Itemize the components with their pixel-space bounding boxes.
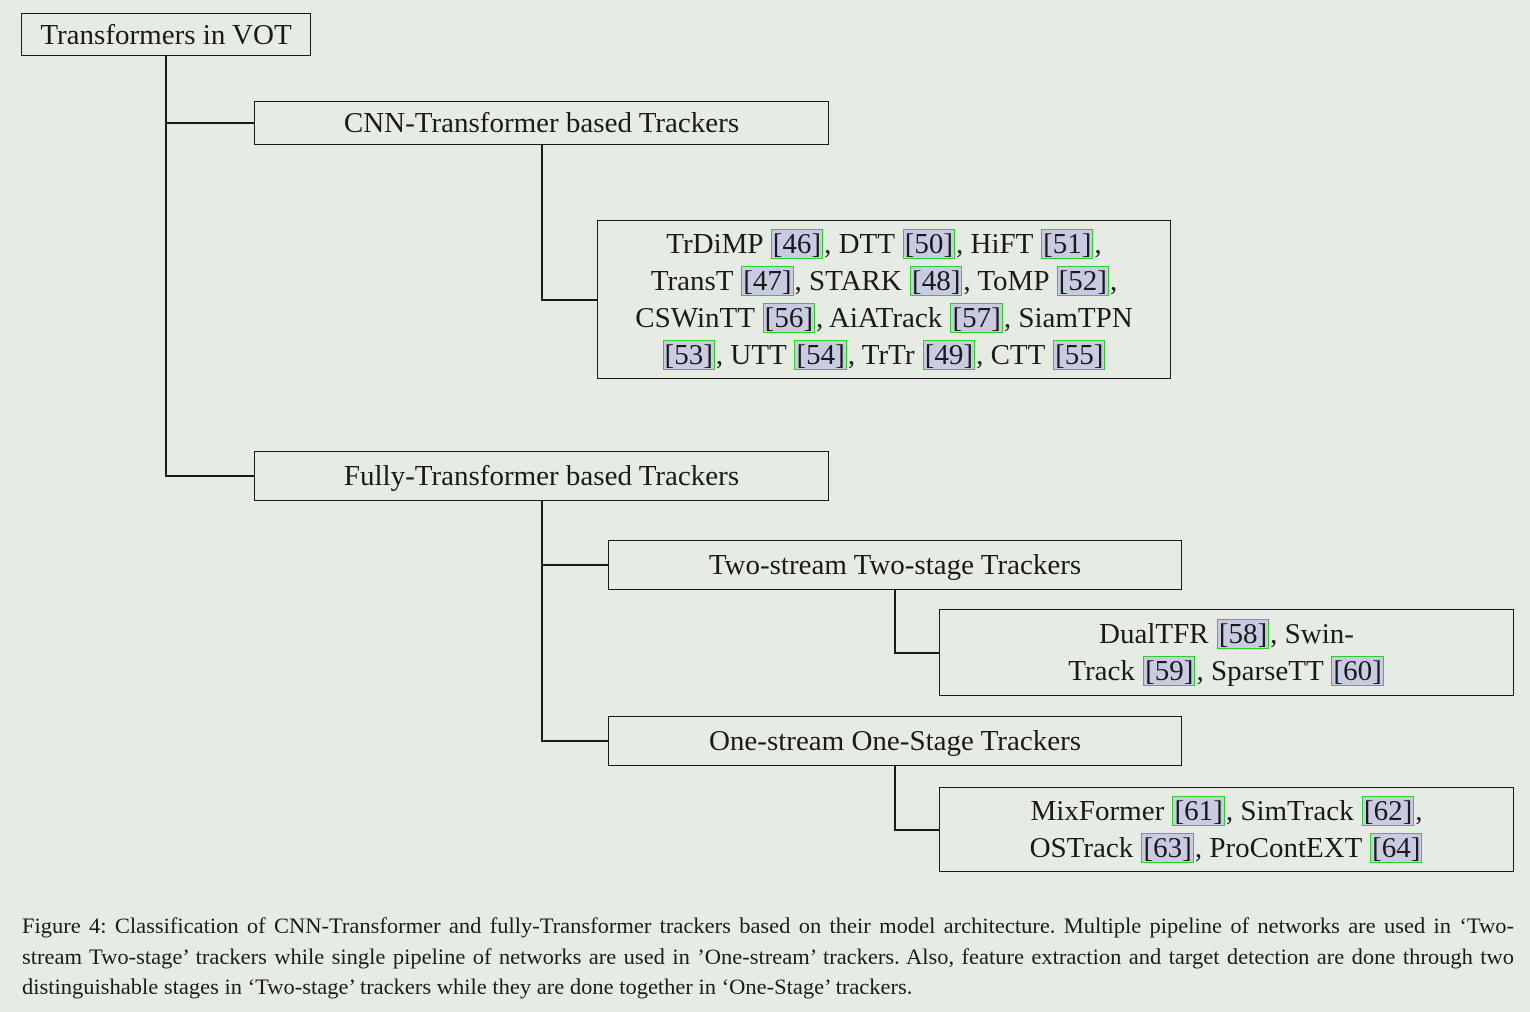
tracker-line: CSWinTT [56], AiATrack [57], SiamTPN (635, 301, 1133, 334)
tracker-line: [53], UTT [54], TrTr [49], CTT [55] (662, 338, 1106, 371)
fully-transformer-node-label: Fully-Transformer based Trackers (343, 460, 740, 492)
cnn-trackers-list: TrDiMP [46], DTT [50], HiFT [51], TransT … (597, 220, 1171, 379)
connector-one-stream-vertical (894, 765, 896, 830)
tracker-name: Swin- (1284, 617, 1354, 650)
tracker-name: TransT (650, 264, 733, 297)
citation-link[interactable]: [46] (770, 227, 824, 260)
connector-two-stream-vertical (894, 589, 896, 653)
tracker-name: ToMP (977, 264, 1049, 297)
citation-link[interactable]: [55] (1053, 338, 1106, 371)
one-stream-trackers-list: MixFormer [61], SimTrack [62], OSTrack [6… (939, 787, 1514, 872)
tracker-name: DualTFR (1099, 617, 1209, 650)
connector-two-stream-to-list (894, 652, 940, 654)
citation-link[interactable]: [52] (1056, 264, 1109, 297)
one-stream-trackers-lines: MixFormer [61], SimTrack [62], OSTrack [6… (1030, 793, 1424, 867)
tracker-name: DTT (838, 227, 895, 260)
tracker-line: Track [59], SparseTT [60] (1068, 654, 1384, 687)
citation-link[interactable]: [51] (1041, 227, 1094, 260)
citation-link[interactable]: [59] (1143, 654, 1196, 687)
tracker-name: CTT (990, 338, 1045, 371)
one-stream-node-label: One-stream One-Stage Trackers (708, 725, 1082, 757)
tracker-name: TrDiMP (666, 227, 763, 260)
tracker-name: UTT (730, 338, 787, 371)
two-stream-node: Two-stream Two-stage Trackers (608, 540, 1182, 590)
tracker-line: DualTFR [58], Swin- (1099, 617, 1354, 650)
connector-fully-to-one-stream (541, 740, 609, 742)
citation-link[interactable]: [62] (1361, 794, 1415, 827)
citation-link[interactable]: [58] (1216, 617, 1270, 650)
citation-link[interactable]: [54] (794, 338, 847, 371)
tracker-line: TransT [47], STARK [48], ToMP [52], (650, 264, 1118, 297)
citation-link[interactable]: [53] (662, 338, 715, 371)
citation-link[interactable]: [48] (910, 264, 963, 297)
tracker-name: HiFT (970, 227, 1033, 260)
tracker-line: OSTrack [63], ProContEXT [64] (1029, 831, 1423, 864)
connector-cnn-to-list (541, 299, 598, 301)
connector-one-stream-to-list (894, 829, 940, 831)
tracker-name: TrTr (861, 338, 915, 371)
connector-root-vertical (165, 55, 167, 476)
tracker-name: CSWinTT (635, 301, 755, 334)
cnn-trackers-lines: TrDiMP [46], DTT [50], HiFT [51], TransT … (635, 226, 1132, 374)
citation-link[interactable]: [49] (922, 338, 976, 371)
connector-fully-to-two-stream (541, 564, 609, 566)
root-node-label: Transformers in VOT (40, 18, 292, 51)
tracker-name: STARK (809, 264, 902, 297)
citation-link[interactable]: [64] (1370, 831, 1423, 864)
tracker-name: SiamTPN (1018, 301, 1133, 334)
tracker-name: SimTrack (1240, 794, 1354, 827)
citation-link[interactable]: [60] (1331, 654, 1384, 687)
cnn-transformer-node: CNN-Transformer based Trackers (254, 101, 829, 145)
citation-link[interactable]: [56] (762, 301, 815, 334)
connector-root-to-cnn (165, 122, 255, 124)
figure-caption: Figure 4: Classification of CNN-Transfor… (22, 913, 1514, 999)
connector-root-to-fully (165, 475, 255, 477)
tracker-line: MixFormer [61], SimTrack [62], (1030, 794, 1423, 827)
tracker-line: TrDiMP [46], DTT [50], HiFT [51], (666, 227, 1102, 260)
tracker-name: OSTrack (1029, 831, 1134, 864)
citation-link[interactable]: [57] (950, 301, 1003, 334)
tracker-name: Track (1068, 654, 1135, 687)
citation-link[interactable]: [61] (1172, 794, 1225, 827)
citation-link[interactable]: [47] (741, 264, 794, 297)
cnn-transformer-node-label: CNN-Transformer based Trackers (343, 107, 740, 139)
tracker-name: MixFormer (1030, 794, 1165, 827)
tracker-name: ProContEXT (1209, 831, 1362, 864)
connector-fully-vertical (541, 500, 543, 741)
root-node: Transformers in VOT (21, 13, 311, 56)
two-stream-trackers-list: DualTFR [58], Swin- Track [59], SparseTT … (939, 609, 1514, 696)
one-stream-node: One-stream One-Stage Trackers (608, 716, 1182, 766)
tracker-name: AiATrack (828, 301, 943, 334)
citation-link[interactable]: [50] (902, 227, 956, 260)
citation-link[interactable]: [63] (1141, 831, 1194, 864)
fully-transformer-node: Fully-Transformer based Trackers (254, 451, 829, 501)
two-stream-node-label: Two-stream Two-stage Trackers (708, 549, 1082, 581)
two-stream-trackers-lines: DualTFR [58], Swin- Track [59], SparseTT … (1068, 616, 1385, 690)
tracker-name: SparseTT (1210, 654, 1324, 687)
connector-cnn-vertical (541, 144, 543, 300)
